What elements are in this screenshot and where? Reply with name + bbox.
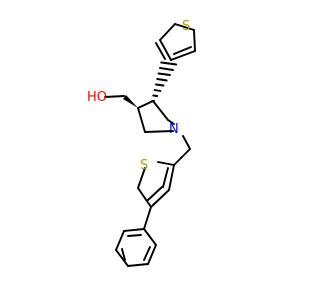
top-thiophene-ring xyxy=(155,23,196,61)
bond xyxy=(137,167,146,189)
bond xyxy=(115,230,125,251)
pyrrolidine-ring xyxy=(137,100,175,133)
molecule-canvas: HO S N S xyxy=(87,19,196,267)
bond xyxy=(115,249,129,267)
bond-double-inner xyxy=(162,167,169,188)
hydroxyl-label: HO xyxy=(87,90,107,105)
bond-ch2-oh xyxy=(104,95,125,98)
bond xyxy=(168,164,175,191)
bond xyxy=(137,187,152,208)
bond xyxy=(137,100,154,109)
hashed-wedge-bond-thienyl xyxy=(151,61,178,102)
bond-double-inner xyxy=(155,42,166,60)
bond-ch2-ring xyxy=(173,148,191,166)
bond xyxy=(144,130,174,133)
bond xyxy=(123,228,145,232)
structure-drawing: HO S N S xyxy=(87,19,196,267)
bond xyxy=(159,23,176,41)
bond xyxy=(193,29,196,52)
bond xyxy=(170,50,196,61)
bond xyxy=(157,161,175,166)
pyrrolidine-nitrogen-label: N xyxy=(169,122,179,137)
bond-double-inner xyxy=(143,246,151,261)
bond xyxy=(127,263,149,267)
bond xyxy=(167,119,175,125)
bond xyxy=(147,244,157,265)
bond xyxy=(150,189,170,208)
bond xyxy=(143,228,157,246)
bond-thienyl-phenyl xyxy=(143,206,152,230)
bond xyxy=(137,107,146,133)
lower-thiophene-ring xyxy=(137,161,175,208)
bond-double-inner xyxy=(121,248,126,261)
phenyl-ring xyxy=(115,228,157,267)
lower-thiophene-sulfur-label: S xyxy=(140,158,148,173)
bond-n-ch2 xyxy=(182,135,191,150)
bond-double-inner xyxy=(127,234,142,237)
bold-wedge-bond xyxy=(123,95,138,108)
bond-double-inner xyxy=(173,46,192,55)
bond xyxy=(174,23,195,31)
top-thiophene-sulfur-label: S xyxy=(182,19,190,34)
bond xyxy=(159,39,172,61)
bond xyxy=(152,100,169,121)
bond-double-inner xyxy=(147,186,163,201)
